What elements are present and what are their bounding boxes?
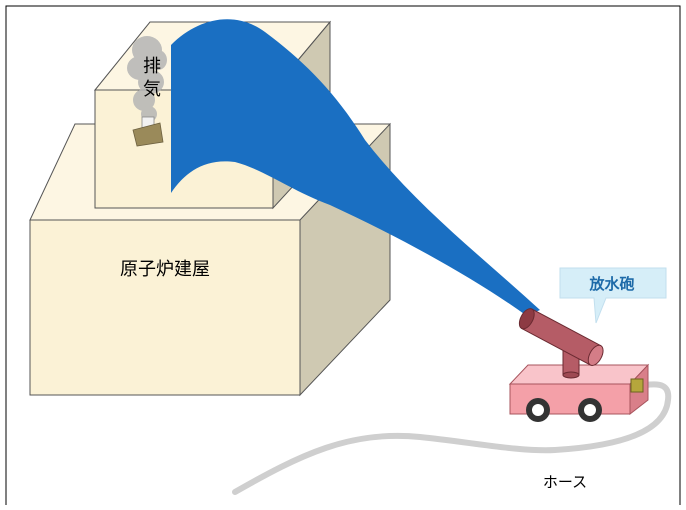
hose-line [232, 381, 672, 495]
water-spray [171, 19, 540, 317]
lower-building-front [29, 219, 301, 396]
water-cannon-callout: 放水砲 [559, 267, 667, 324]
hose-coupling [630, 378, 644, 393]
callout-bubble [559, 267, 667, 324]
exhaust-label-2: 気 [143, 79, 161, 100]
water-cannon-vehicle-icon [508, 308, 650, 422]
cannon-barrel [518, 308, 604, 366]
frame-border [5, 5, 681, 505]
hose-label: ホース [543, 473, 587, 491]
exhaust-label-1: 排 [143, 56, 161, 77]
exhaust-group: 排 気 [127, 36, 167, 147]
exhaust-vent-plate [132, 122, 164, 147]
water-cannon-label: 放水砲 [588, 275, 634, 293]
building-label: 原子炉建屋 [120, 259, 210, 280]
